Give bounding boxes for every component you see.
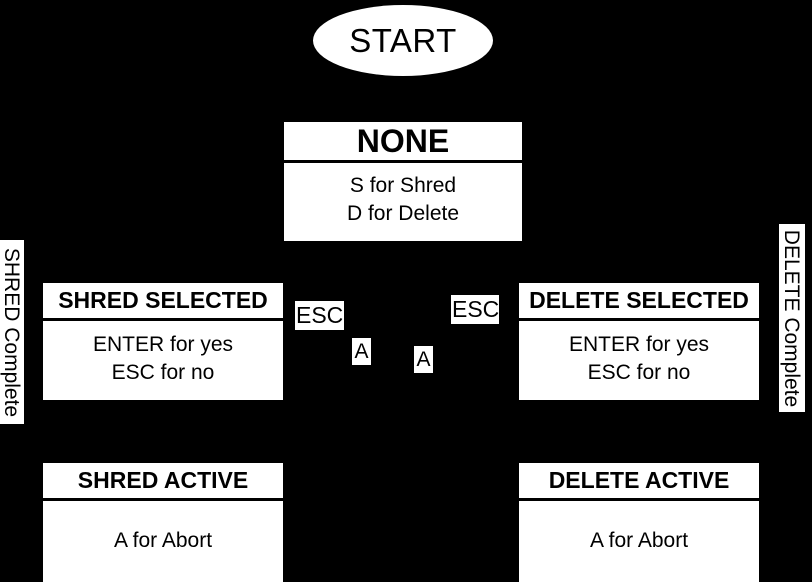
- state-delete-selected-body-line-1: ENTER for yes: [568, 333, 710, 357]
- state-delete-selected-title-bar: DELETE SELECTED: [519, 283, 759, 321]
- state-delete-selected-body: ENTER for yes ESC for no: [519, 321, 759, 397]
- start-node[interactable]: START: [313, 5, 493, 76]
- state-shred-active-title-bar: SHRED ACTIVE: [43, 463, 283, 501]
- state-node-shred-active[interactable]: SHRED ACTIVE A for Abort: [43, 463, 283, 582]
- edge-label-delete-complete-text: DELETE Complete: [780, 229, 804, 407]
- state-delete-active-body-line-1: A for Abort: [589, 529, 689, 552]
- state-node-none[interactable]: NONE S for Shred D for Delete: [284, 122, 522, 241]
- state-node-shred-selected[interactable]: SHRED SELECTED ENTER for yes ESC for no: [43, 283, 283, 400]
- state-shred-selected-body-line-2: ESC for no: [111, 361, 215, 384]
- edge-label-abort-shred: A: [352, 338, 371, 365]
- state-shred-active-title: SHRED ACTIVE: [77, 467, 249, 493]
- state-shred-selected-title-bar: SHRED SELECTED: [43, 283, 283, 321]
- state-node-delete-active[interactable]: DELETE ACTIVE A for Abort: [519, 463, 759, 582]
- edge-label-shred-complete-text: SHRED Complete: [0, 247, 24, 417]
- edge-label-shred-complete: SHRED Complete: [0, 240, 24, 424]
- edge-label-esc-delete: ESC: [451, 295, 500, 324]
- state-none-body-line-1: S for Shred: [349, 173, 457, 197]
- state-none-title-bar: NONE: [284, 122, 522, 163]
- state-delete-active-title-bar: DELETE ACTIVE: [519, 463, 759, 501]
- state-shred-selected-title: SHRED SELECTED: [58, 287, 268, 313]
- edge-label-esc-shred: ESC: [295, 301, 344, 330]
- state-none-body-line-2: D for Delete: [346, 201, 460, 225]
- state-delete-selected-title: DELETE SELECTED: [529, 287, 749, 313]
- state-shred-active-body-line-1: A for Abort: [113, 529, 213, 552]
- state-shred-active-body: A for Abort: [43, 501, 283, 579]
- state-delete-selected-body-line-2: ESC for no: [587, 361, 691, 384]
- edge-label-delete-complete: DELETE Complete: [779, 224, 805, 412]
- state-shred-selected-body: ENTER for yes ESC for no: [43, 321, 283, 397]
- state-delete-active-title: DELETE ACTIVE: [548, 467, 730, 493]
- edge-label-abort-delete: A: [414, 346, 433, 373]
- start-node-label: START: [349, 22, 457, 59]
- state-delete-active-body: A for Abort: [519, 501, 759, 579]
- state-node-delete-selected[interactable]: DELETE SELECTED ENTER for yes ESC for no: [519, 283, 759, 400]
- state-shred-selected-body-line-1: ENTER for yes: [92, 333, 234, 357]
- state-none-title: NONE: [356, 123, 450, 159]
- state-none-body: S for Shred D for Delete: [284, 163, 522, 238]
